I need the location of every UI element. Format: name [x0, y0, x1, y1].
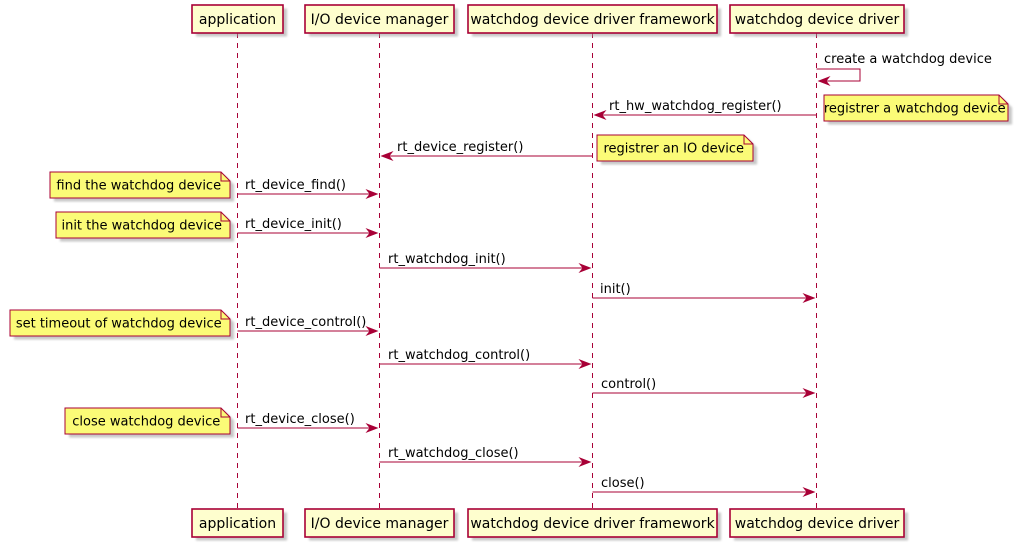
- message-arrowhead: [593, 110, 607, 120]
- note-label: set timeout of watchdog device: [16, 317, 222, 332]
- message-label: rt_device_control(): [245, 315, 366, 330]
- message-arrowhead: [817, 76, 831, 86]
- note-registrer-a-watchdog-device: registrer a watchdog device: [823, 94, 1012, 125]
- message-label: rt_watchdog_close(): [388, 446, 519, 461]
- message-arrowhead: [578, 359, 592, 369]
- note-find-the-watchdog-device: find the watchdog device: [49, 171, 234, 202]
- message-label: rt_device_close(): [245, 412, 355, 427]
- note-label: registrer an IO device: [603, 142, 744, 157]
- message-create-a-watchdog-device: create a watchdog device: [816, 52, 992, 86]
- message-arrowhead: [578, 263, 592, 273]
- message-rt-watchdog-close: rt_watchdog_close(): [379, 446, 592, 467]
- note-fold-icon: [220, 310, 230, 320]
- message-label: init(): [600, 282, 631, 297]
- note-registrer-an-io-device: registrer an IO device: [596, 134, 757, 165]
- participant-bottom-io-device-manager: I/O device manager: [304, 508, 458, 541]
- participant-box: [304, 4, 455, 34]
- note-fold-icon: [743, 135, 753, 145]
- message-label: rt_device_register(): [397, 140, 523, 155]
- note-close-watchdog-device: close watchdog device: [64, 407, 234, 438]
- participant-label-watchdog-device-driver: watchdog device driver: [735, 516, 900, 532]
- message-arrowhead: [365, 189, 379, 199]
- participant-label-application: application: [199, 516, 276, 532]
- message-rt-device-close: rt_device_close(): [237, 412, 379, 433]
- message-label: create a watchdog device: [824, 52, 992, 67]
- note-body: [9, 309, 231, 337]
- note-body: [823, 94, 1009, 122]
- note-label: find the watchdog device: [56, 179, 221, 194]
- message-arrowhead: [365, 228, 379, 238]
- note-fold-icon: [220, 408, 230, 418]
- note-fold-icon: [220, 212, 230, 222]
- participant-box: [467, 4, 718, 34]
- message-rt-device-register: rt_device_register(): [380, 140, 593, 161]
- message-control: control(): [592, 377, 816, 398]
- participant-label-application: application: [199, 12, 276, 28]
- participant-label-watchdog-device-driver: watchdog device driver: [735, 12, 900, 28]
- note-label: registrer a watchdog device: [824, 102, 1006, 117]
- participant-bottom-application: application: [191, 508, 287, 541]
- message-rt-device-init: rt_device_init(): [237, 217, 379, 238]
- note-body: [55, 211, 231, 239]
- message-arrowhead: [380, 151, 394, 161]
- participant-label-io-device-manager: I/O device manager: [311, 516, 449, 532]
- message-arrowhead: [802, 293, 816, 303]
- participant-top-watchdog-device-driver: watchdog device driver: [729, 4, 908, 37]
- participant-box: [191, 508, 284, 538]
- participant-box: [304, 508, 455, 538]
- note-set-timeout-of-watchdog-device: set timeout of watchdog device: [9, 309, 234, 340]
- message-label: rt_device_init(): [245, 217, 342, 232]
- note-fold-icon: [220, 172, 230, 182]
- participant-box: [191, 4, 284, 34]
- note-fold-icon: [998, 95, 1008, 105]
- note-label: close watchdog device: [72, 415, 220, 430]
- participant-box: [729, 4, 905, 34]
- participant-box: [729, 508, 905, 538]
- participant-label-watchdog-device-driver-framework: watchdog device driver framework: [470, 516, 715, 532]
- participant-box: [467, 508, 718, 538]
- participant-top-application: application: [191, 4, 287, 37]
- note-label: init the watchdog device: [61, 219, 222, 234]
- note-body: [64, 407, 231, 435]
- message-label: rt_hw_watchdog_register(): [609, 99, 782, 114]
- participant-label-watchdog-device-driver-framework: watchdog device driver framework: [470, 12, 715, 28]
- message-arrowhead: [365, 326, 379, 336]
- participant-label-io-device-manager: I/O device manager: [311, 12, 449, 28]
- message-close: close(): [592, 476, 816, 497]
- participant-top-watchdog-device-driver-framework: watchdog device driver framework: [467, 4, 721, 37]
- message-arrowhead: [365, 423, 379, 433]
- message-arrowhead: [802, 388, 816, 398]
- message-rt-device-find: rt_device_find(): [237, 178, 379, 199]
- message-label: rt_watchdog_init(): [388, 252, 506, 267]
- message-line: [816, 68, 861, 82]
- message-init: init(): [592, 282, 816, 303]
- participant-bottom-watchdog-device-driver: watchdog device driver: [729, 508, 908, 541]
- participant-top-io-device-manager: I/O device manager: [304, 4, 458, 37]
- message-label: close(): [601, 476, 645, 491]
- message-label: control(): [601, 377, 656, 392]
- note-init-the-watchdog-device: init the watchdog device: [55, 211, 234, 242]
- message-rt-hw-watchdog-register: rt_hw_watchdog_register(): [593, 99, 817, 120]
- message-rt-device-control: rt_device_control(): [237, 315, 379, 336]
- message-label: rt_watchdog_control(): [388, 348, 530, 363]
- message-rt-watchdog-init: rt_watchdog_init(): [379, 252, 592, 273]
- message-arrowhead: [578, 457, 592, 467]
- note-body: [49, 171, 231, 199]
- message-label: rt_device_find(): [245, 178, 346, 193]
- note-body: [596, 134, 754, 162]
- participant-bottom-watchdog-device-driver-framework: watchdog device driver framework: [467, 508, 721, 541]
- message-arrowhead: [802, 487, 816, 497]
- message-rt-watchdog-control: rt_watchdog_control(): [379, 348, 592, 369]
